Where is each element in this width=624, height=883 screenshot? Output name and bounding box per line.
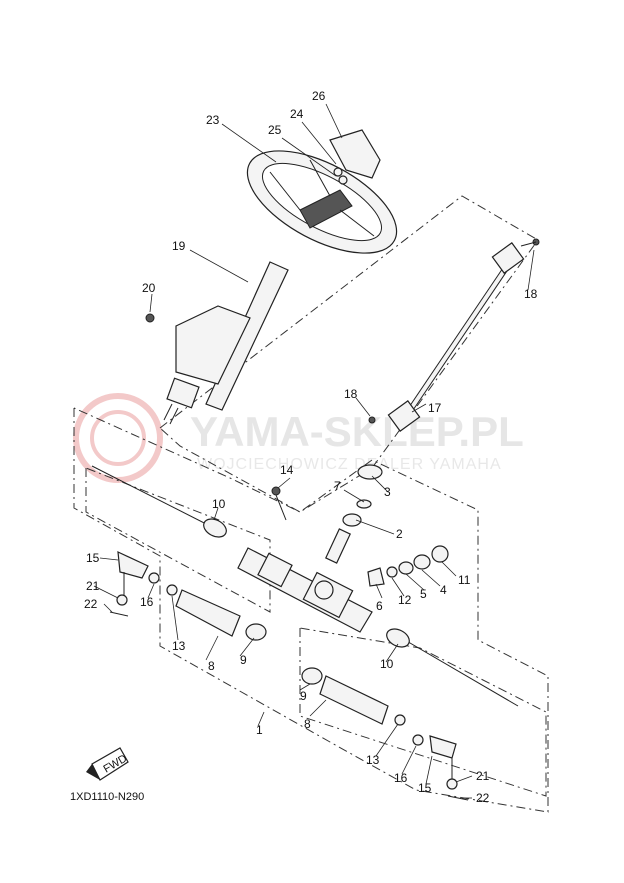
callout-13-right: 13 (366, 753, 380, 767)
watermark: YAMA-SKLEP.PL WOJCIECHOWICZ DEALER YAMAH… (73, 393, 524, 483)
callout-19: 19 (172, 239, 186, 253)
watermark-logo (73, 393, 163, 483)
circlip (356, 499, 372, 509)
callout-14: 14 (280, 463, 294, 477)
o-ring (386, 566, 398, 578)
callout-26: 26 (312, 89, 326, 103)
callout-17: 17 (428, 401, 442, 415)
callout-12: 12 (398, 593, 412, 607)
callout-10-upper: 10 (212, 497, 226, 511)
callout-15-right: 15 (418, 781, 432, 795)
tie-rod-end-right (412, 734, 469, 801)
callout-6: 6 (376, 599, 383, 613)
rack-inner-outline-right (299, 627, 547, 797)
callout-5: 5 (420, 587, 427, 601)
rack-inner-outline-left (85, 467, 271, 613)
boot-right (301, 667, 406, 726)
adjuster-nut (431, 545, 449, 563)
callout-21-right: 21 (476, 769, 490, 783)
oil-seal (342, 513, 362, 527)
callouts: 26 24 25 23 19 20 18 18 17 3 7 2 14 10 6… (84, 89, 538, 805)
callout-2: 2 (396, 527, 403, 541)
tie-rod-right (397, 635, 519, 707)
callout-7: 7 (334, 479, 341, 493)
callout-24: 24 (290, 107, 304, 121)
callout-8-right: 8 (304, 717, 311, 731)
mount-bolt (271, 486, 281, 496)
steering-wheel (246, 150, 398, 254)
tie-rod-left (91, 465, 219, 531)
callout-3: 3 (384, 485, 391, 499)
steering-shaft (387, 242, 525, 432)
column-bolt (145, 313, 155, 323)
callout-10-lower: 10 (380, 657, 394, 671)
rack-guide (367, 567, 385, 587)
callout-9-right: 9 (300, 689, 307, 703)
callout-20: 20 (142, 281, 156, 295)
fwd-arrow: FWD (86, 747, 129, 781)
callout-16-right: 16 (394, 771, 408, 785)
callout-21-left: 21 (86, 579, 100, 593)
watermark-title: YAMA-SKLEP.PL (190, 408, 524, 455)
boot-left (166, 584, 267, 641)
dust-seal (357, 464, 383, 480)
rack-assembly-outline (73, 407, 549, 813)
callout-11: 11 (458, 573, 471, 587)
rack-housing (237, 547, 373, 633)
callout-15-left: 15 (86, 551, 100, 565)
steering-column (163, 261, 289, 425)
callout-22-right: 22 (476, 791, 490, 805)
shaft-bolt-lower (368, 416, 376, 424)
callout-9-left: 9 (240, 653, 247, 667)
callout-18-lower: 18 (344, 387, 358, 401)
diagram-code: 1XD1110-N290 (70, 791, 144, 803)
watermark-subtitle: WOJCIECHOWICZ DEALER YAMAHA (197, 456, 502, 473)
callout-23: 23 (206, 113, 220, 127)
callout-8-left: 8 (208, 659, 215, 673)
callout-25: 25 (268, 123, 282, 137)
callout-13-left: 13 (172, 639, 186, 653)
steering-cover (329, 129, 381, 179)
spring (398, 561, 414, 575)
callout-1: 1 (256, 723, 263, 737)
adjuster-bolt (413, 554, 431, 570)
callout-22-left: 22 (84, 597, 98, 611)
pinion-gear (325, 528, 351, 564)
callout-18-upper: 18 (524, 287, 538, 301)
steering-nut (333, 167, 343, 177)
leader-lines (93, 103, 535, 799)
callout-16-left: 16 (140, 595, 154, 609)
tie-rod-end-left (109, 551, 160, 617)
callout-4: 4 (440, 583, 447, 597)
steering-washer (338, 175, 348, 185)
shaft-group-outline (159, 195, 539, 513)
